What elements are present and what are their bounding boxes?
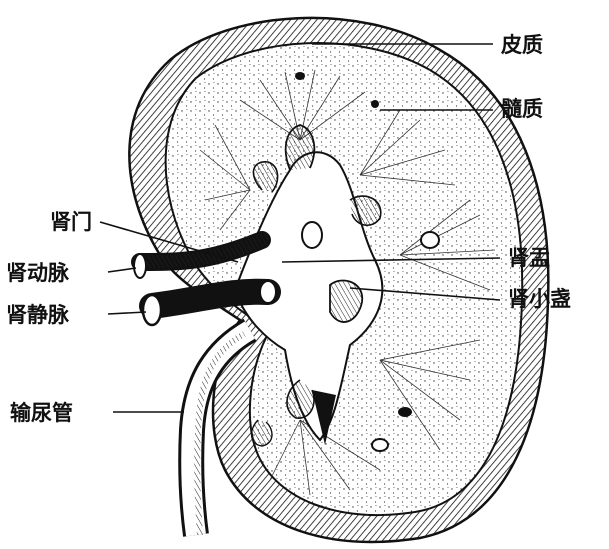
label-hilum: 肾门 (50, 210, 92, 234)
leader-renal-vein (108, 312, 146, 314)
papilla (372, 439, 388, 451)
label-minor-calyx: 肾小盏 (508, 287, 571, 311)
papilla (398, 407, 412, 417)
papilla (295, 72, 305, 80)
label-renal-pelvis: 肾盂 (508, 246, 550, 270)
label-renal-artery: 肾动脉 (6, 261, 70, 285)
label-renal-vein: 肾静脉 (6, 303, 70, 327)
leader-renal-artery (108, 268, 136, 272)
calyx-upper (286, 125, 315, 170)
label-cortex: 皮质 (501, 33, 543, 57)
papilla (302, 222, 322, 248)
label-ureter: 输尿管 (10, 401, 73, 425)
papilla (371, 100, 379, 108)
papilla (421, 232, 439, 248)
label-medulla: 髓质 (501, 97, 543, 121)
